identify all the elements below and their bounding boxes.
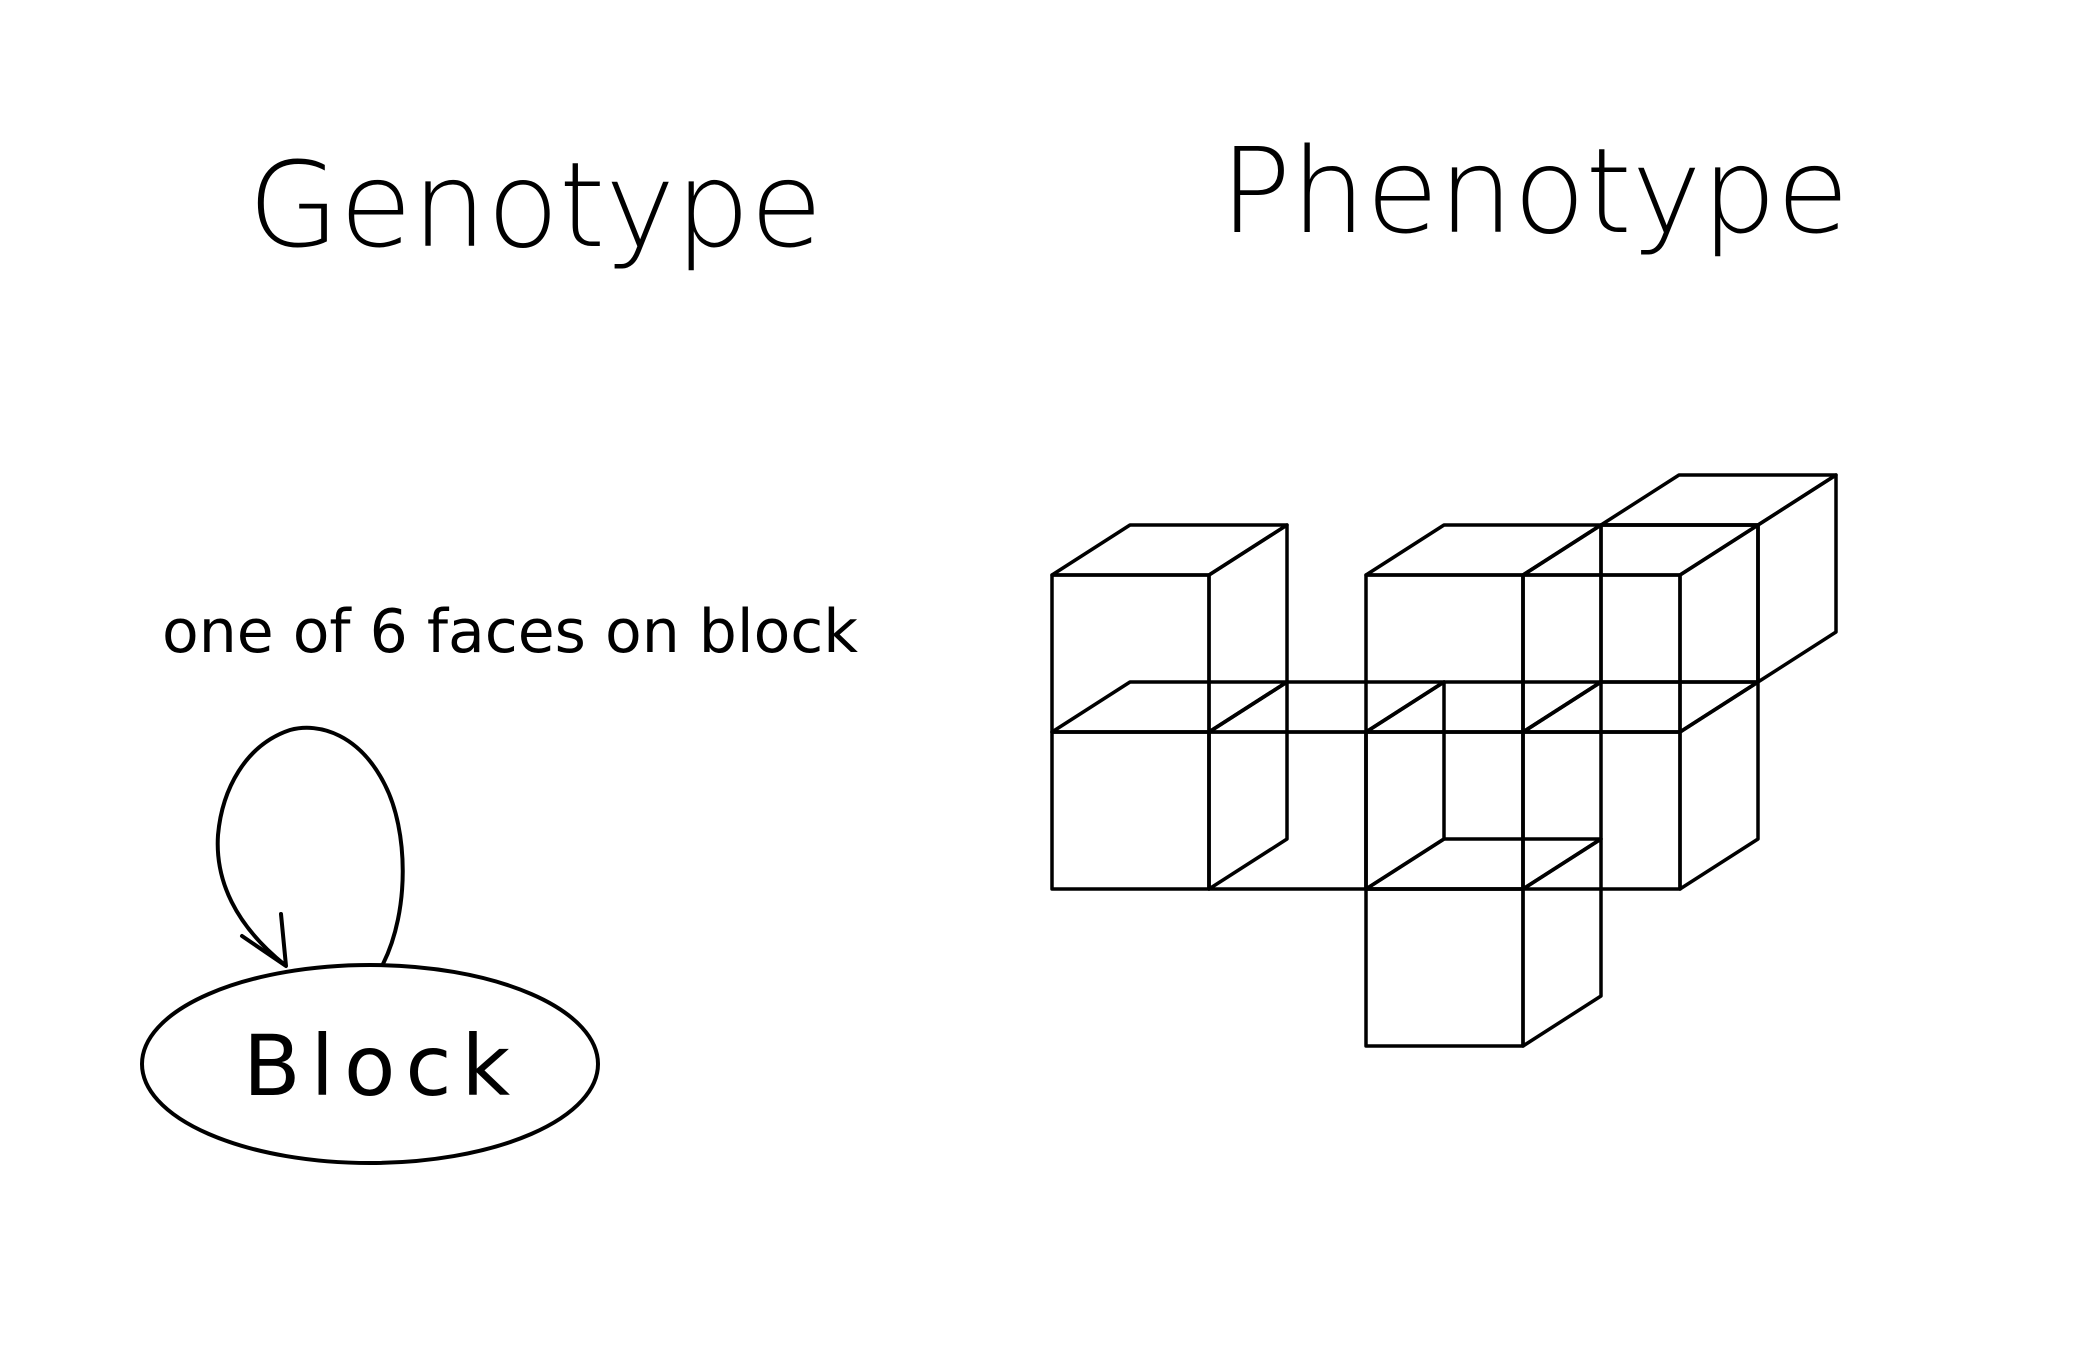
cube-top-left [1050, 523, 1289, 734]
phenotype-title: Phenotype [1220, 122, 1849, 260]
cube-top-center-top-face [1364, 523, 1603, 577]
cube-middle-right-back-top-face [1521, 680, 1760, 734]
cube-top-far-right [1599, 473, 1838, 684]
cube-top-right-top-face [1521, 523, 1760, 577]
self-loop-arrowhead [240, 912, 288, 968]
phenotype-section: Phenotype [1050, 122, 1849, 1048]
cube-middle-center-side-face [1364, 680, 1446, 891]
cube-middle-right [1364, 680, 1603, 891]
cube-middle-left-side-face [1207, 680, 1289, 891]
cube-top-center-side-face [1521, 523, 1603, 734]
edge-label: one of 6 faces on block [162, 597, 858, 667]
cube-top-far-right-top-face [1599, 473, 1838, 527]
cube-middle-center [1207, 680, 1446, 891]
cube-top-left-side-face [1207, 523, 1289, 734]
cube-middle-left-front-face [1050, 730, 1211, 891]
cube-top-left-top-face [1050, 523, 1289, 577]
genotype-title: Genotype [248, 136, 823, 274]
cube-middle-right-top-face [1364, 680, 1603, 734]
cube-bottom-top-face [1364, 837, 1603, 891]
cube-middle-right-back [1521, 680, 1760, 891]
cube-middle-left-top-face [1050, 680, 1289, 734]
cube-middle-right-back-side-face [1678, 680, 1760, 891]
cube-bottom-side-face [1521, 837, 1603, 1048]
cube-middle-right-side-face [1521, 680, 1603, 891]
cube-middle-center-top-face [1207, 680, 1446, 734]
cube-middle-left [1050, 680, 1289, 891]
cube-top-left-front-face [1050, 573, 1211, 734]
cube-top-far-right-side-face [1756, 473, 1838, 684]
cube-bottom-front-face [1364, 887, 1525, 1048]
cube-top-right-front-face [1521, 573, 1682, 734]
genotype-section: Genotype one of 6 faces on block Block [140, 136, 858, 1165]
block-structure [1050, 473, 1838, 1048]
cube-top-right [1521, 523, 1760, 734]
block-node-label: Block [243, 1017, 520, 1115]
cube-top-center [1364, 523, 1603, 734]
cube-bottom [1364, 837, 1603, 1048]
self-loop-edge [215, 725, 405, 967]
cube-top-right-side-face [1678, 523, 1760, 734]
block-node [140, 963, 600, 1165]
